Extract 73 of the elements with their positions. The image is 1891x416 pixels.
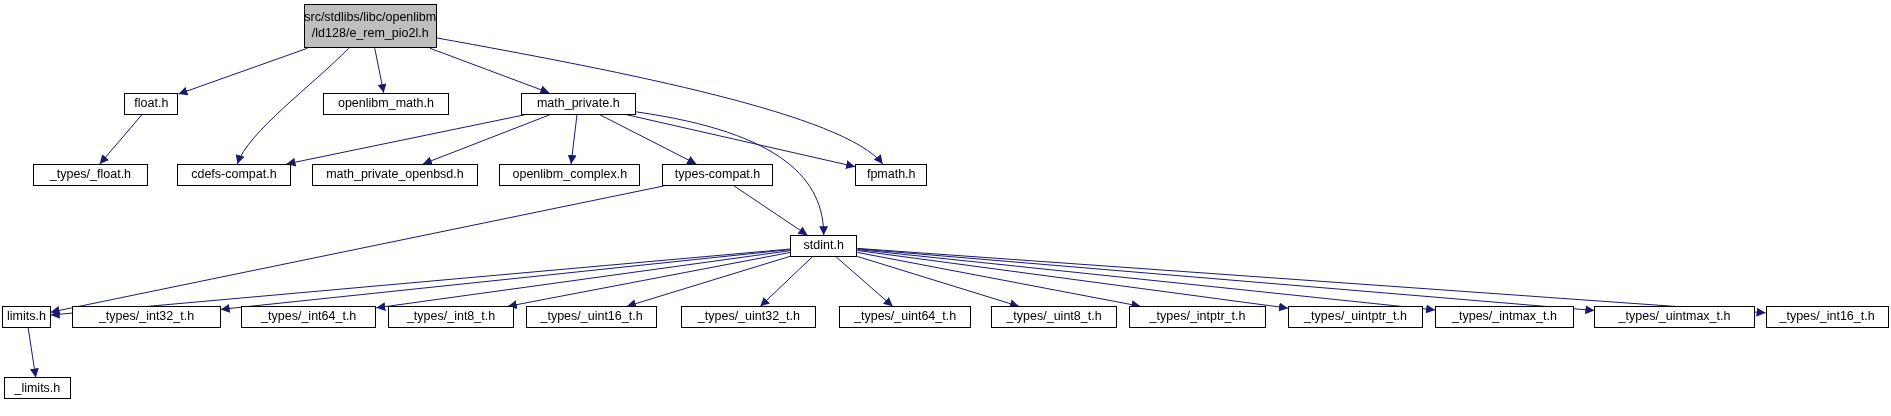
file-name: _types/_uint64_t.h — [854, 309, 957, 325]
file-name: cdefs-compat.h — [191, 167, 277, 183]
file-box — [1128, 306, 1267, 328]
arrow — [856, 248, 1595, 315]
arrow — [436, 37, 884, 165]
file-name: _types/_uint32_t.h — [697, 309, 800, 325]
arrow — [375, 250, 791, 312]
file-name: _limits.h — [14, 380, 61, 397]
file-box — [2, 306, 51, 328]
file-name: _types/_int32_t.h — [98, 309, 195, 325]
file-name: stdint.h — [803, 238, 844, 254]
arrow — [856, 247, 1767, 317]
arrow — [507, 251, 791, 310]
file-name: _types/_intmax_t.h — [1452, 309, 1557, 325]
arrow — [422, 114, 551, 165]
file-box — [388, 306, 514, 328]
file-box — [1765, 306, 1889, 328]
file-name: _types/_uintmax_t.h — [1618, 309, 1731, 325]
file-box — [681, 306, 817, 328]
file-box — [3, 377, 72, 400]
file-box — [32, 164, 149, 186]
arrow — [178, 47, 308, 96]
file-box — [303, 3, 437, 49]
file-box — [72, 306, 221, 328]
arrow — [27, 327, 39, 378]
file-name: openlibm_math.h — [337, 95, 434, 112]
file-name: _types/_intptr_t.h — [1149, 309, 1246, 325]
arrow — [220, 249, 791, 313]
file-box — [789, 235, 858, 257]
arrow — [635, 111, 828, 236]
arrow — [856, 249, 1436, 314]
file-name: _types/_uint16_t.h — [540, 309, 643, 325]
file-box — [177, 164, 291, 186]
arrow — [856, 255, 1020, 308]
file-name: types-compat.h — [674, 167, 761, 183]
file-name: openlibm_complex.h — [512, 167, 628, 183]
arrow — [856, 250, 1289, 312]
file-name: _types/_uintptr_t.h — [1304, 309, 1407, 325]
file-name: math_private.h — [536, 95, 620, 112]
arrow — [99, 114, 143, 165]
file-box — [1594, 306, 1755, 328]
file-name: float.h — [134, 95, 169, 112]
file-name: src/stdlibs/libc/openlibm /ld128/e_rem_pio2l.h — [304, 10, 437, 42]
file-box — [124, 92, 179, 115]
file-box — [521, 92, 636, 115]
arrow — [835, 256, 894, 307]
file-name: _types/_uint8_t.h — [1006, 309, 1102, 325]
file-name: math_private_openbsd.h — [326, 167, 464, 183]
file-name: _types/_int64_t.h — [261, 309, 357, 325]
arrow — [759, 256, 813, 307]
file-name: limits.h — [7, 309, 46, 325]
file-name: _types/_int8_t.h — [406, 309, 496, 325]
arrow — [236, 47, 350, 165]
file-box — [662, 164, 773, 186]
arrow — [429, 47, 550, 94]
file-box — [991, 306, 1117, 328]
file-box — [839, 306, 971, 328]
file-box — [323, 92, 449, 115]
arrow — [599, 114, 697, 165]
file-box — [499, 164, 641, 186]
arrow — [626, 255, 791, 308]
file-box — [855, 164, 928, 186]
arrow — [733, 185, 808, 236]
file-name: _types/_int16_t.h — [1779, 309, 1875, 325]
file-box — [1288, 306, 1424, 328]
arrow — [567, 114, 578, 165]
arrow — [374, 47, 387, 94]
file-box — [312, 164, 478, 186]
file-name: _types/_float.h — [49, 167, 132, 183]
file-name: fpmath.h — [866, 167, 916, 183]
file-box — [241, 306, 377, 328]
file-box — [1435, 306, 1574, 328]
file-box — [525, 306, 658, 328]
